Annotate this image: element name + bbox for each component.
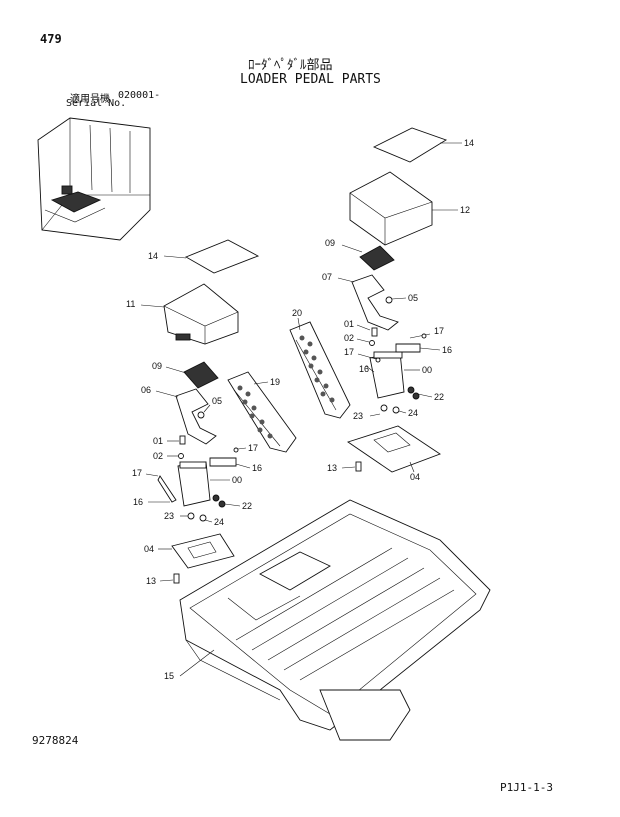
cab-thumbnail [37,117,151,241]
callout-15: 15 [164,671,174,681]
callout-02: 02 [344,333,354,343]
callout-12: 12 [460,205,470,215]
callout-05: 05 [212,396,222,406]
callout-00: 00 [232,475,242,485]
callout-04: 04 [144,544,154,554]
callout-09: 09 [325,238,335,248]
callout-24: 24 [214,517,224,527]
page-number: 479 [40,32,62,46]
part-14-mat-left: 14 [148,239,260,274]
callout-07: 07 [322,272,332,282]
callout-22: 22 [242,501,252,511]
callout-16: 16 [359,364,369,374]
callout-17: 17 [132,468,142,478]
part-11-cover-left: 11 [126,283,239,345]
callout-19: 19 [270,377,280,387]
part-14-mat-right: 14 [372,127,474,163]
callout-14: 14 [464,138,474,148]
callout-06: 06 [141,385,151,395]
part-06-bracket-left: 06 05 [141,385,222,445]
serial-label-english: Serial No. [66,98,127,109]
callout-13: 13 [327,463,337,473]
part-19-pedal-left: 19 [227,371,297,453]
callout-14: 14 [148,251,158,261]
callout-16: 16 [133,497,143,507]
part-09-pad-left: 09 [152,361,219,389]
part-15-floor-plate: 15 [164,499,491,741]
callout-17: 17 [248,443,258,453]
callout-04: 04 [410,472,420,482]
part-00-valve-right: 00 01 02 17 16 16 17 22 23 24 [344,319,452,421]
title-english: LOADER PEDAL PARTS [240,72,381,87]
callout-23: 23 [164,511,174,521]
part-07-bracket-right: 07 05 [322,272,418,331]
callout-09: 09 [152,361,162,371]
callout-11: 11 [126,299,135,309]
callout-16: 16 [442,345,452,355]
callout-17: 17 [434,326,444,336]
callout-22: 22 [434,392,444,402]
callout-13: 13 [146,576,156,586]
title-japanese: ﾛｰﾀﾞﾍﾟﾀﾞﾙ部品 [248,58,333,73]
reference-code: P1J1-1-3 [500,781,553,794]
serial-value: 020001- [118,90,161,101]
part-12-cover-right: 12 [349,171,470,246]
callout-02: 02 [153,451,163,461]
callout-24: 24 [408,408,418,418]
callout-23: 23 [353,411,363,421]
callout-05: 05 [408,293,418,303]
callout-00: 00 [422,365,432,375]
document-number: 9278824 [32,734,79,747]
part-20-pedal-right: 20 [289,308,351,419]
callout-16: 16 [252,463,262,473]
callout-01: 01 [153,436,163,446]
serial-label-japanese: 適用号機 [70,94,110,105]
part-09-pad-right: 09 [325,238,395,271]
callout-17: 17 [344,347,354,357]
callout-20: 20 [292,308,302,318]
part-00-valve-left: 00 01 02 16 17 17 16 22 23 24 [132,435,262,527]
part-04-plate-right: 04 13 [327,425,441,482]
callout-01: 01 [344,319,354,329]
part-04-plate-left: 04 13 [144,533,235,586]
